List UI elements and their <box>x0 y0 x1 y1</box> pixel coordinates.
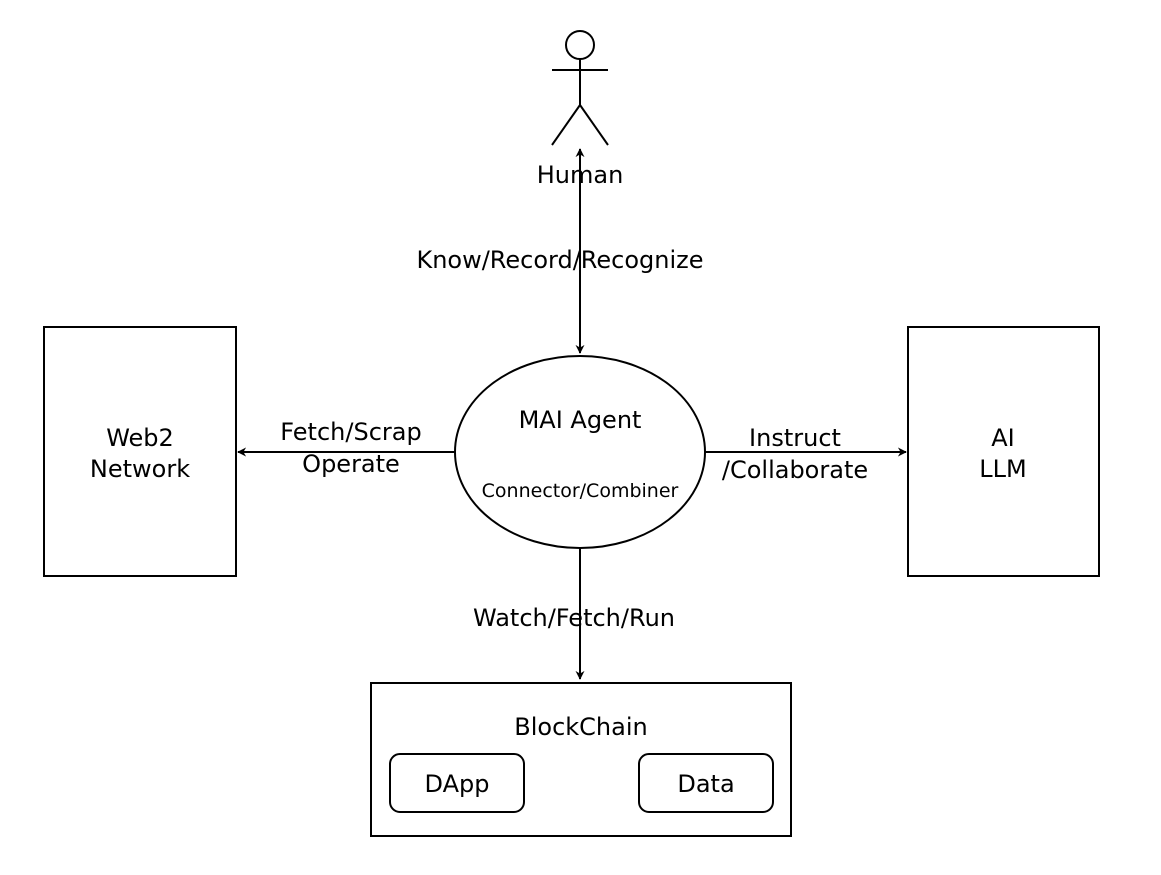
web2-network-box <box>43 326 237 577</box>
dapp-label: DApp <box>425 770 490 798</box>
data-label: Data <box>677 770 734 798</box>
ai-llm-box <box>907 326 1100 577</box>
data-box <box>638 753 774 813</box>
human-actor-icon <box>551 30 609 146</box>
dapp-box <box>389 753 525 813</box>
blockchain-title: BlockChain <box>514 713 647 741</box>
agent-title: MAI Agent <box>519 406 642 434</box>
agent-subtitle: Connector/Combiner <box>482 480 679 502</box>
edge-agent-web2-label-line1: Fetch/Scrap <box>280 418 421 446</box>
edge-agent-web2-label-line2: Operate <box>302 450 400 478</box>
mai-agent-node <box>454 355 706 549</box>
edge-human-agent-label: Know/Record/Recognize <box>416 246 703 274</box>
web2-label-line2: Network <box>90 455 190 483</box>
edge-agent-ai-label-line1: Instruct <box>749 424 841 452</box>
edge-agent-ai-label-line2: /Collaborate <box>722 456 868 484</box>
edge-agent-blockchain-label: Watch/Fetch/Run <box>473 604 675 632</box>
ai-label-line1: AI <box>991 424 1015 452</box>
web2-label-line1: Web2 <box>106 424 174 452</box>
ai-label-line2: LLM <box>979 455 1026 483</box>
